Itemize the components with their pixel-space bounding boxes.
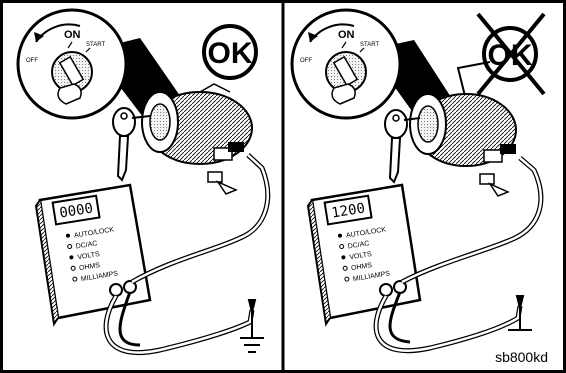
switch-on-label: ON — [64, 29, 81, 41]
ignition-switch — [410, 94, 516, 196]
multimeter: 1200 AUTO/LOCK DC/AC VOLTS OHMS MILLIAMP… — [308, 185, 420, 324]
not-ok-symbol: OK — [478, 14, 544, 94]
switch-off-label: OFF — [300, 58, 312, 64]
right-panel: ON OFF START OK — [292, 10, 548, 365]
ground-symbol — [508, 296, 532, 330]
multimeter: 0000 AUTO/LOCK DC/AC VOLTS OHMS MILLIAMP… — [36, 185, 150, 324]
ok-verdict: OK — [208, 37, 253, 70]
left-panel: ON OFF START OK — [18, 10, 268, 353]
switch-detail: ON OFF START — [18, 10, 126, 118]
ok-symbol: OK — [204, 26, 256, 78]
switch-start-label: START — [86, 42, 105, 48]
switch-off-label: OFF — [26, 58, 38, 64]
switch-detail: ON OFF START — [292, 10, 400, 118]
switch-start-label: START — [360, 42, 379, 48]
meter-jack-com — [380, 284, 392, 296]
ignition-switch — [142, 84, 252, 194]
meter-jack-com — [110, 284, 122, 296]
switch-on-label: ON — [338, 29, 355, 41]
figure-code: sb800kd — [495, 349, 548, 365]
